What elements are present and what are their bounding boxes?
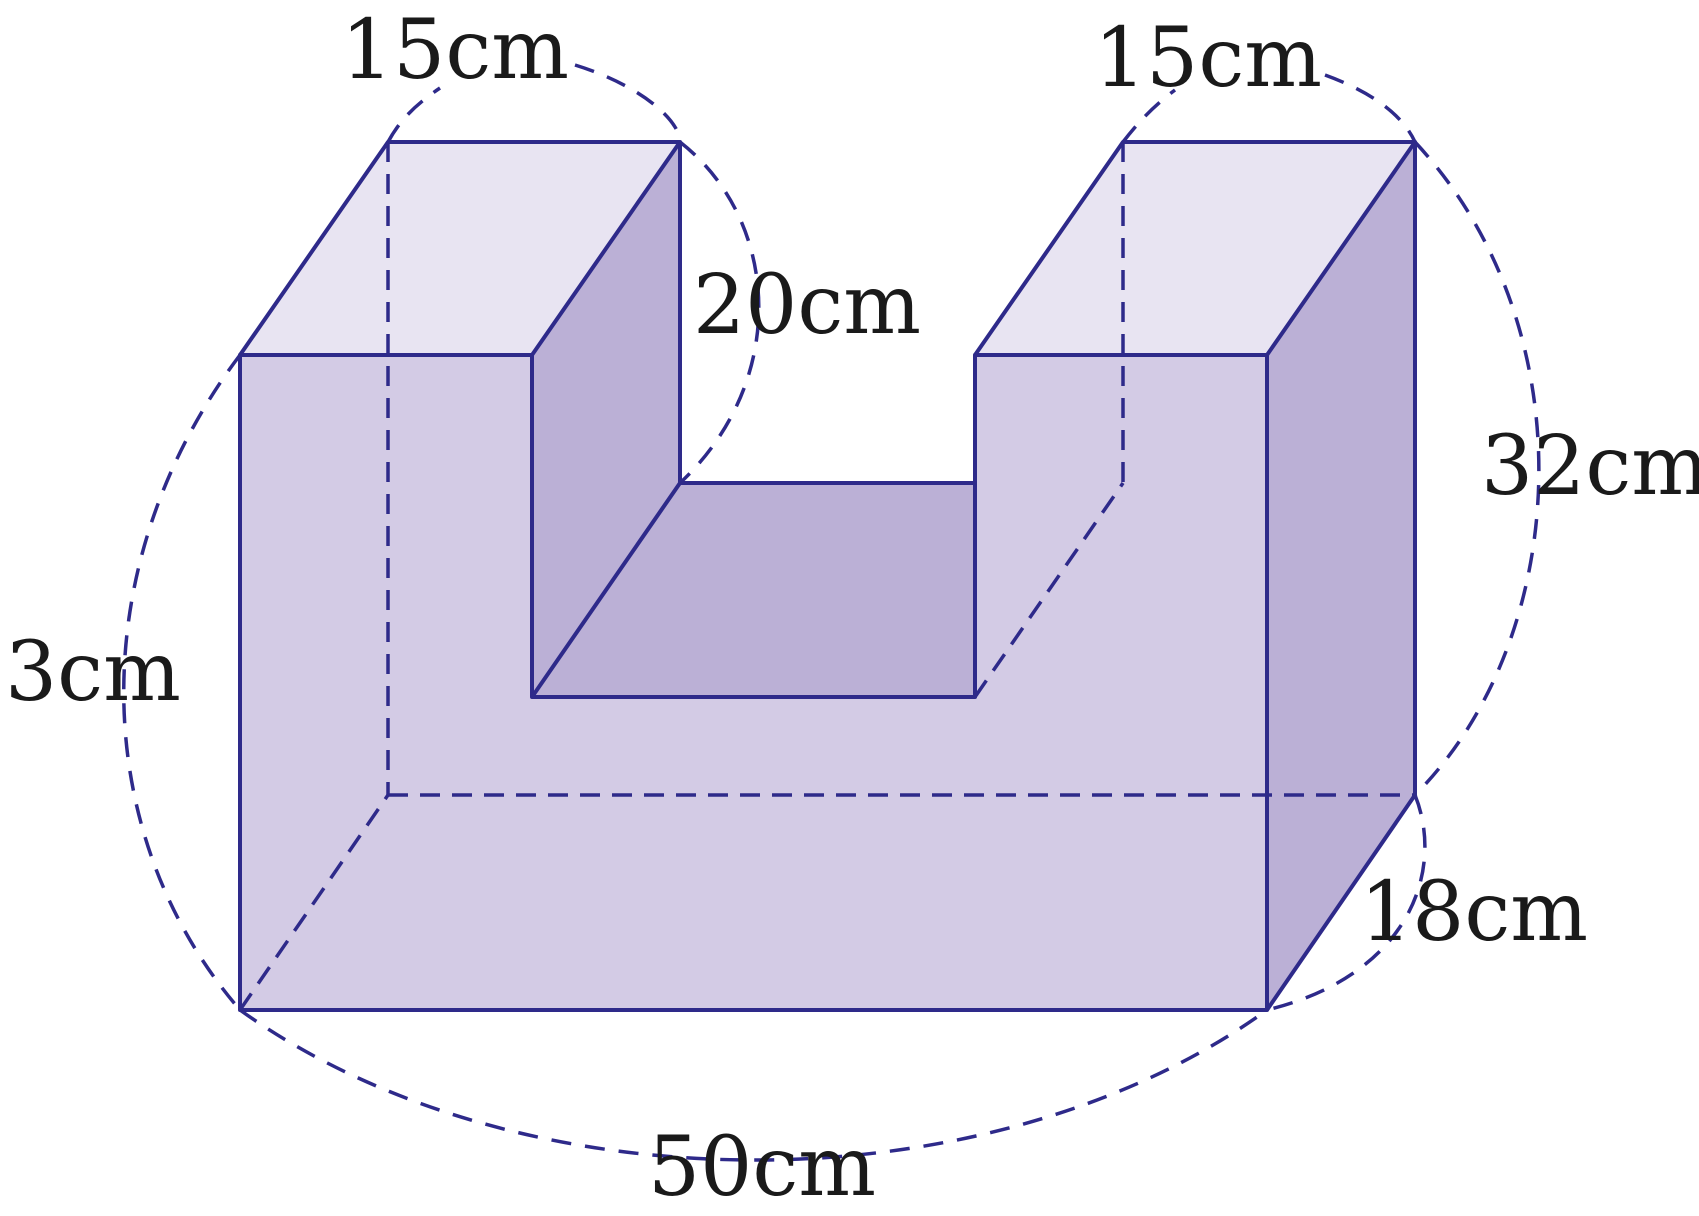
arc-top-right-width-right — [1324, 73, 1417, 143]
label-top-right-width: 15cm — [1094, 11, 1322, 106]
arc-notch-depth — [678, 140, 761, 485]
solid-faces — [240, 142, 1415, 1010]
right-side-edges — [1265, 142, 1417, 1012]
hidden-edges — [238, 142, 1415, 1011]
dimension-arcs — [122, 63, 1541, 1162]
label-total-height: 32cm — [1481, 419, 1699, 514]
dimension-labels: 15cm 15cm 20cm 32cm 3cm 18cm 50cm — [5, 3, 1699, 1215]
label-total-width: 50cm — [648, 1120, 876, 1215]
left-prong-top-edges — [238, 140, 682, 357]
label-depth: 18cm — [1360, 865, 1588, 960]
notch-left-wall — [532, 142, 680, 697]
right-side-face — [1267, 142, 1415, 1010]
notch-floor — [532, 483, 975, 697]
arc-top-right-width — [1121, 88, 1177, 144]
notch-floor-edges — [530, 481, 975, 699]
arc-top-left-width-right — [574, 63, 682, 143]
label-notch-depth: 20cm — [693, 258, 921, 353]
arc-bottom-height — [122, 353, 242, 1012]
arc-depth — [1266, 794, 1427, 1012]
label-bottom-height: 3cm — [5, 625, 181, 720]
visible-edges — [238, 140, 1417, 1012]
right-prong-top — [975, 142, 1415, 355]
label-top-left-width: 15cm — [341, 3, 569, 98]
arc-total-width — [238, 1008, 1269, 1162]
arc-top-left-width — [386, 86, 441, 143]
left-prong-top — [240, 142, 680, 355]
arc-total-height — [1413, 140, 1541, 797]
front-face — [240, 355, 1267, 1010]
hidden-edge-notch-floor-right-depth — [973, 482, 1125, 698]
right-prong-top-edges — [973, 140, 1417, 357]
hidden-edge-bottom-left-depth — [238, 794, 390, 1011]
